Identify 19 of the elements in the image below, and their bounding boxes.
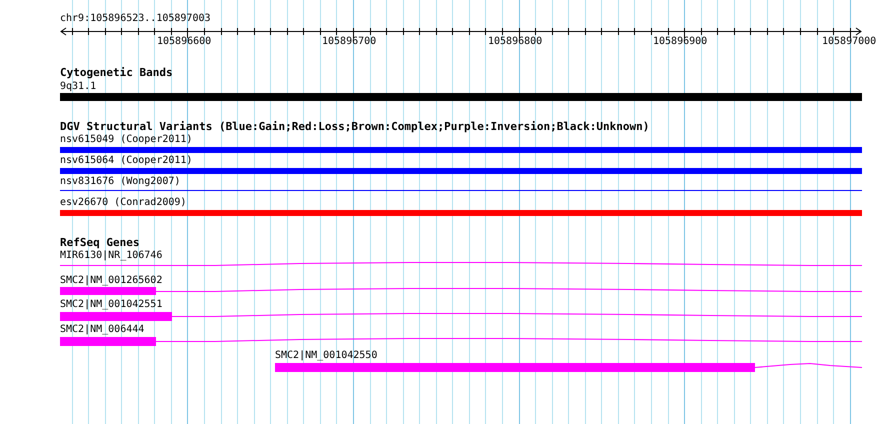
feature-label: nsv615064 (Cooper2011) bbox=[60, 155, 192, 166]
tick-label: 105896800 bbox=[488, 36, 542, 47]
track-title: Cytogenetic Bands bbox=[60, 67, 173, 79]
feature-label: MIR6130|NR_106746 bbox=[60, 250, 162, 261]
feature-label: SMC2|NM_001042550 bbox=[275, 350, 378, 361]
feature-label: nsv615049 (Cooper2011) bbox=[60, 134, 192, 145]
feature-label: SMC2|NM_001042551 bbox=[60, 299, 162, 310]
feature-label: esv26670 (Conrad2009) bbox=[60, 197, 186, 208]
feature-label: nsv831676 (Wong2007) bbox=[60, 176, 180, 187]
tick-label: 105897000 bbox=[822, 36, 876, 47]
region-label: chr9:105896523..105897003 bbox=[60, 13, 211, 24]
tick-label: 105896700 bbox=[322, 36, 376, 47]
track-title: DGV Structural Variants (Blue:Gain;Red:Loss;Brown:Complex;Purple:Inversion;Black:Unknown) bbox=[60, 121, 650, 133]
tick-label: 105896900 bbox=[653, 36, 708, 47]
track-title: RefSeq Genes bbox=[60, 237, 140, 249]
band-label: 9q31.1 bbox=[60, 81, 96, 92]
feature-label: SMC2|NM_006444 bbox=[60, 324, 144, 335]
tick-label: 105896600 bbox=[157, 36, 212, 47]
feature-label: SMC2|NM_001265602 bbox=[60, 275, 162, 286]
